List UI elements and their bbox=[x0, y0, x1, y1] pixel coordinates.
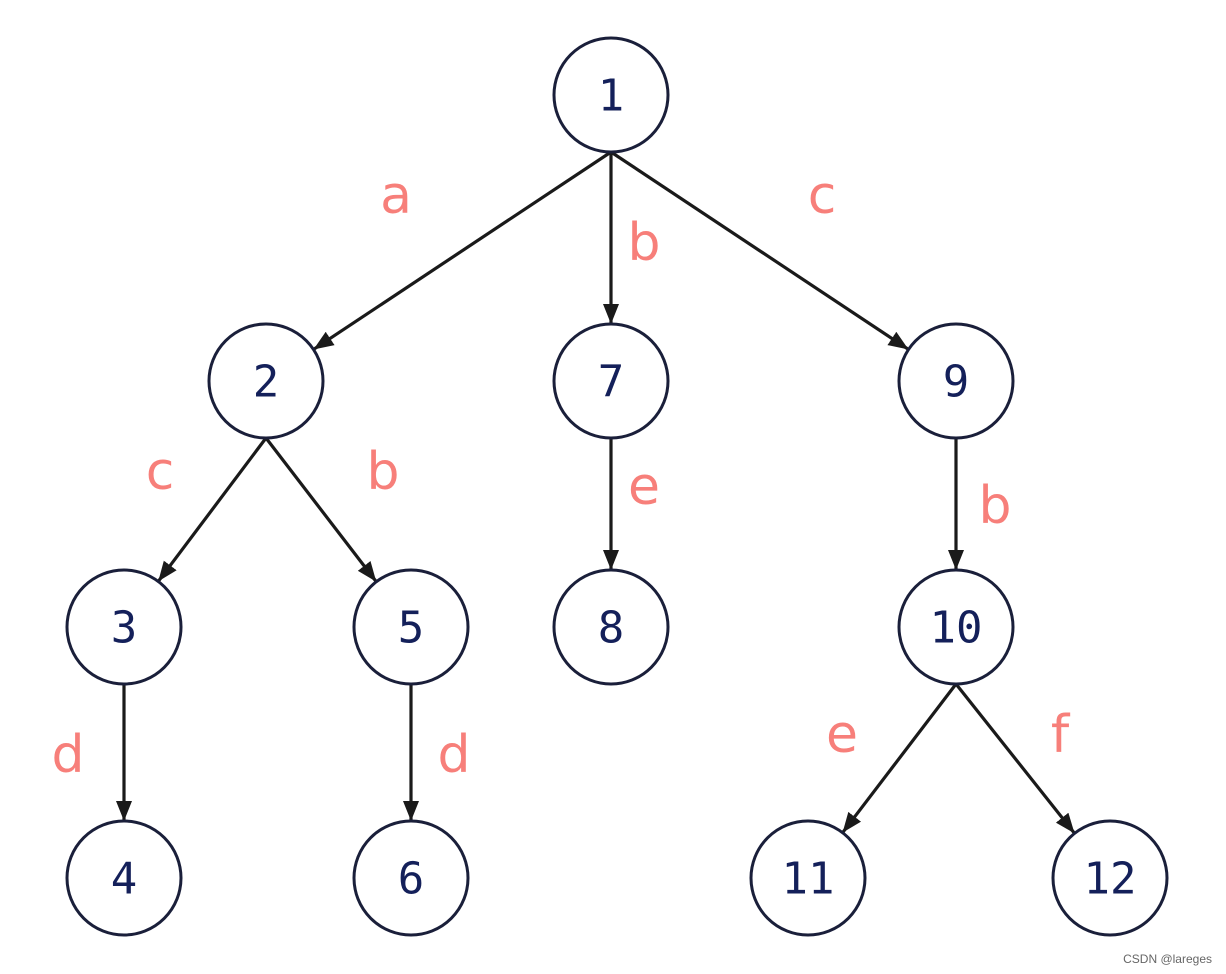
edge-label-9-10: b bbox=[978, 476, 1011, 536]
node-label-3: 3 bbox=[111, 603, 138, 654]
edge-label-1-2: a bbox=[380, 166, 412, 226]
edge-2-5 bbox=[264, 437, 378, 583]
node-8: 8 bbox=[552, 568, 670, 686]
node-4: 4 bbox=[65, 819, 183, 937]
edge-label-1-9: c bbox=[808, 166, 837, 226]
node-label-12: 12 bbox=[1084, 854, 1137, 905]
node-label-1: 1 bbox=[598, 71, 625, 122]
node-3: 3 bbox=[65, 568, 183, 686]
node-circle-4 bbox=[65, 819, 183, 937]
node-circle-7 bbox=[552, 322, 670, 440]
edge-label-3-4: d bbox=[51, 725, 84, 785]
node-circle-8 bbox=[552, 568, 670, 686]
edge-10-11 bbox=[841, 683, 958, 834]
node-6: 6 bbox=[352, 819, 470, 937]
node-7: 7 bbox=[552, 322, 670, 440]
edge-labels-layer: a b c c b e b d d e f bbox=[51, 166, 1070, 785]
edge-label-10-12: f bbox=[1051, 705, 1071, 765]
edge-label-1-7: b bbox=[627, 213, 660, 273]
node-circle-1 bbox=[552, 36, 670, 154]
node-circle-2 bbox=[207, 322, 325, 440]
edge-label-5-6: d bbox=[437, 725, 470, 785]
node-label-2: 2 bbox=[253, 357, 280, 408]
node-circle-9 bbox=[897, 322, 1015, 440]
node-label-9: 9 bbox=[943, 357, 970, 408]
node-circle-6 bbox=[352, 819, 470, 937]
edge-label-2-3: c bbox=[146, 442, 175, 502]
node-label-6: 6 bbox=[398, 854, 425, 905]
node-1: 1 bbox=[552, 36, 670, 154]
node-label-8: 8 bbox=[598, 603, 625, 654]
node-label-10: 10 bbox=[930, 603, 983, 654]
node-9: 9 bbox=[897, 322, 1015, 440]
edge-1-9 bbox=[610, 150, 910, 351]
edges-layer bbox=[116, 150, 1076, 835]
node-label-5: 5 bbox=[398, 603, 425, 654]
watermark-text: CSDN @lareges bbox=[1123, 952, 1212, 966]
node-5: 5 bbox=[352, 568, 470, 686]
edge-label-2-5: b bbox=[366, 442, 399, 502]
edge-10-12 bbox=[954, 683, 1076, 835]
node-circle-3 bbox=[65, 568, 183, 686]
edge-label-10-11: e bbox=[826, 705, 858, 765]
edge-label-7-8: e bbox=[628, 457, 660, 517]
node-circle-12 bbox=[1051, 819, 1169, 937]
node-circle-10 bbox=[897, 568, 1015, 686]
node-label-11: 11 bbox=[782, 854, 835, 905]
node-circle-11 bbox=[749, 819, 867, 937]
node-10: 10 bbox=[897, 568, 1015, 686]
node-11: 11 bbox=[749, 819, 867, 937]
node-12: 12 bbox=[1051, 819, 1169, 937]
edge-2-3 bbox=[156, 437, 268, 583]
node-label-7: 7 bbox=[598, 357, 625, 408]
edge-1-2 bbox=[312, 150, 612, 351]
node-label-4: 4 bbox=[111, 854, 138, 905]
node-circle-5 bbox=[352, 568, 470, 686]
node-2: 2 bbox=[207, 322, 325, 440]
